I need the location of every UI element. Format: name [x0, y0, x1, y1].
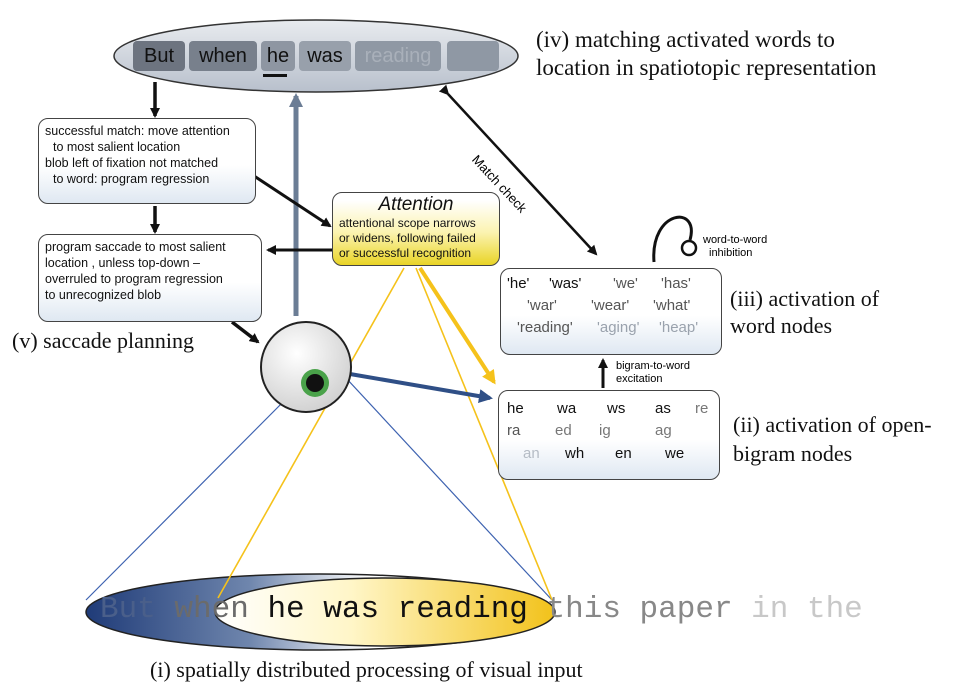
label-v: (v) saccade planning	[12, 328, 195, 353]
visual-field-inner-ellipse	[214, 577, 556, 647]
label-iii: (iii) activation of word nodes	[730, 286, 880, 338]
sentence-part: in the	[751, 592, 863, 627]
bigram-node: an	[523, 445, 540, 462]
fixation-underline	[263, 74, 287, 77]
word-node: 'was'	[549, 275, 582, 292]
inhibition-terminal	[680, 239, 698, 257]
word-node: 'he'	[507, 275, 530, 292]
saccade-rule-box: program saccade to most salient location…	[38, 234, 262, 322]
attention-title: Attention	[378, 194, 454, 215]
bigram-node: we	[665, 445, 685, 462]
bigram-node: wh	[565, 445, 585, 462]
attention-box: Attention attentional scope narrows or w…	[332, 192, 500, 266]
bigram-node: en	[615, 445, 632, 462]
match-rule-box: successful match: move attention to most…	[38, 118, 256, 204]
sentence-part: when	[174, 592, 249, 627]
bigram-node: ag	[655, 422, 672, 439]
word-chip-he: he	[261, 41, 295, 71]
visual-input-sentence: But when he was reading this paper in th…	[100, 592, 863, 628]
word-node: 'heap'	[659, 319, 699, 336]
word-chip-but: But	[133, 41, 185, 71]
bigram-node: ig	[599, 422, 611, 439]
word-chip-when: when	[189, 41, 257, 71]
word-node: 'aging'	[597, 319, 640, 336]
word-chip-reading: reading	[355, 41, 441, 71]
label-ii: (ii) activation of open- bigram nodes	[733, 412, 932, 466]
bigram-node: ed	[555, 422, 572, 439]
sentence-part: But	[100, 592, 156, 627]
bigram-node: re	[695, 400, 709, 417]
bigram-node: as	[655, 400, 671, 417]
bigram-node: ws	[607, 400, 626, 417]
word-nodes-box: 'he' 'was' 'we' 'has' 'war' 'wear' 'what…	[500, 268, 722, 355]
word-node: 'reading'	[517, 319, 573, 336]
spatiotopic-words: But when he was reading	[133, 41, 513, 71]
word-chip-blank	[447, 41, 499, 71]
word-node: 'war'	[527, 297, 557, 314]
word-node: 'wear'	[591, 297, 630, 314]
word-node: 'has'	[661, 275, 691, 292]
word-node: 'we'	[613, 275, 638, 292]
label-i: (i) spatially distributed processing of …	[150, 657, 583, 682]
bigram-node: wa	[557, 400, 577, 417]
bigram-nodes-box: he wa ws as re ra ed ig ag an wh en we	[498, 390, 720, 480]
word-node: 'what'	[653, 297, 691, 314]
eye-icon	[260, 321, 352, 413]
bigram-node: ra	[507, 422, 521, 439]
word-chip-was: was	[299, 41, 351, 71]
bigram-to-word-label: bigram-to-word excitation	[616, 360, 690, 385]
sentence-part: this paper	[546, 592, 733, 627]
sentence-part: he was reading	[267, 592, 528, 627]
label-iv: (iv) matching activated words to locatio…	[536, 27, 877, 80]
word-to-word-label: word-to-word inhibition	[703, 234, 768, 259]
bigram-node: he	[507, 400, 524, 417]
pupil-icon	[306, 374, 324, 392]
